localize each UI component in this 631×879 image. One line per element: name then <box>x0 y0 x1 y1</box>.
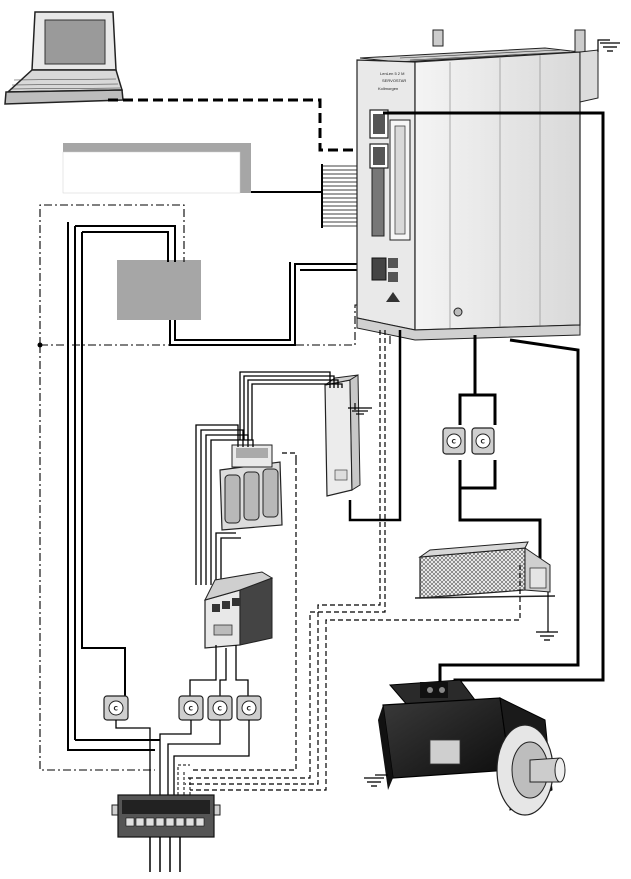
servo-motor <box>378 679 566 816</box>
emi-filter <box>324 374 361 497</box>
ground-icon <box>600 42 620 52</box>
contactor <box>204 571 274 649</box>
filter-input-wires <box>239 371 343 440</box>
terminal-block <box>111 794 221 838</box>
svg-text:C: C <box>481 439 486 446</box>
mains-wires <box>67 222 373 751</box>
ground-icon <box>364 777 384 787</box>
svg-text:C: C <box>218 706 223 713</box>
drive-vendor: Kollmorgen <box>378 86 398 91</box>
svg-text:C: C <box>114 706 119 713</box>
drive-model: SERVOSTAR <box>382 78 406 83</box>
contactor-out-wires <box>189 645 249 700</box>
svg-text:C: C <box>452 439 457 446</box>
dashed-control <box>185 330 521 791</box>
ground-icon <box>536 631 558 641</box>
braking-resistor <box>414 541 556 599</box>
mains-supply-wires <box>149 837 181 872</box>
laptop-icon <box>4 11 124 105</box>
servo-drive: LenLen 5 2 M SERVOSTAR Kollmorgen <box>356 29 599 341</box>
fuse-icon: C C C C <box>103 695 262 721</box>
rs232-cable <box>108 98 375 152</box>
controller-box <box>62 143 251 194</box>
svg-text:C: C <box>189 706 194 713</box>
drive-brand: LenLen 5 2 M <box>380 71 404 76</box>
fuse-icon: C C <box>442 427 495 455</box>
line-reactor <box>219 444 283 531</box>
dc-bus-wires <box>458 335 542 565</box>
svg-text:C: C <box>247 706 252 713</box>
fuse-to-terminal-wires <box>115 720 250 800</box>
reactor-wires <box>195 424 254 585</box>
safety-box <box>117 260 201 320</box>
